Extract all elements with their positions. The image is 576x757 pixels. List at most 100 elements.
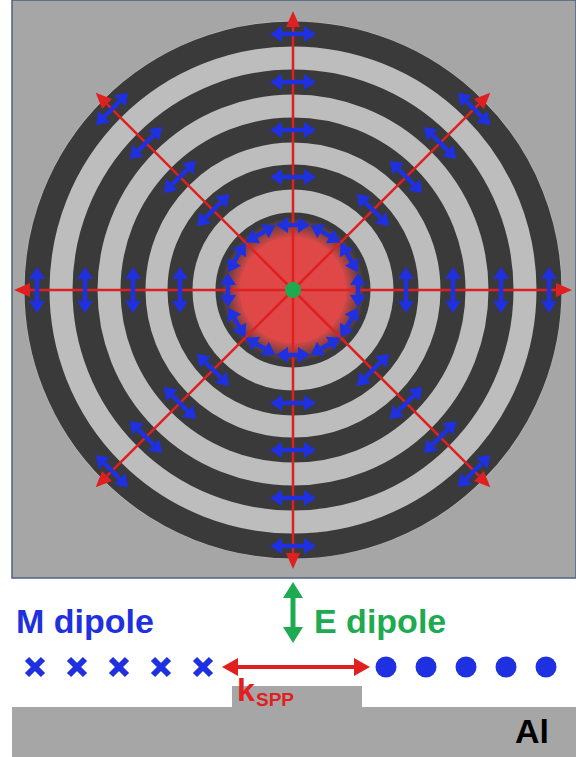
dipole-shaft (347, 253, 352, 262)
magnetic-dipole-arrow (276, 217, 310, 233)
dipole-shaft (321, 231, 330, 236)
wavevector-line (292, 27, 295, 290)
magnetic-dipole-arrow (311, 337, 340, 356)
magnetic-dipole-arrow (270, 26, 316, 42)
wavevector-head (474, 93, 490, 109)
magnetic-dipole-arrow (350, 273, 366, 307)
dipole-head (445, 301, 461, 313)
dipole-head (77, 301, 93, 313)
dipole-head (375, 212, 389, 226)
magnetic-dipole-arrow (270, 442, 316, 458)
magnetic-dipole-arrow (270, 122, 316, 138)
dipole-head (340, 243, 354, 257)
dipole-shaft (282, 128, 304, 133)
dipole-shaft (365, 202, 381, 218)
dipole-head (220, 273, 236, 285)
dipole-head (182, 405, 196, 419)
dipole-head (215, 194, 229, 208)
magnetic-dipole-crosses (27, 659, 211, 675)
dipole-head (298, 347, 310, 363)
dipole-head (304, 538, 316, 554)
magnetic-dipole-arrow (357, 354, 390, 387)
dipole-head (304, 490, 316, 506)
dipole-shaft (104, 463, 120, 479)
dipole-head (458, 93, 472, 107)
wavevector-head (14, 283, 30, 297)
dipole-head (445, 267, 461, 279)
dipole-head (398, 301, 414, 313)
magnetic-dipole-arrow (398, 267, 414, 313)
dipole-head (398, 267, 414, 279)
magnetic-dipole-arrow (445, 267, 461, 313)
spp-wavevectors (14, 11, 572, 569)
magnetic-dipole-arrow (270, 169, 316, 185)
wavevector-head (556, 283, 572, 297)
aluminium-substrate (12, 686, 576, 757)
magnetic-dipole-arrow (340, 243, 359, 272)
dipole-head (270, 169, 282, 185)
dipole-head (270, 26, 282, 42)
electric-dipole-label: E dipole (314, 604, 446, 638)
wavevector-line (293, 104, 479, 290)
dipole-shaft (282, 80, 304, 85)
magnetic-dipole-arrow (227, 243, 246, 272)
dipole-head (182, 161, 196, 175)
dipole-head (408, 387, 422, 401)
magnetic-dipole-arrow (357, 194, 390, 227)
magnetic-dipole-arrow (130, 127, 163, 160)
magnetic-dipole-arrow (172, 267, 188, 313)
dipole-head (311, 342, 325, 356)
dipole-shaft (256, 231, 265, 236)
magnetic-dipole-arrow (197, 354, 230, 387)
dipole-shaft (288, 223, 298, 228)
wavevector-line (292, 290, 295, 553)
magnetic-dipole-arrow (390, 161, 423, 194)
wavevector-subscript: SPP (256, 690, 294, 709)
wavevector-line (293, 290, 479, 476)
dipole-head (541, 267, 557, 279)
dipole-shaft (547, 279, 552, 301)
dipole-shaft (356, 285, 361, 295)
dipole-shaft (83, 279, 88, 301)
wavevector-line (30, 289, 293, 292)
dipole-head (375, 354, 389, 368)
dipole-head (458, 473, 472, 487)
dipole-head (130, 421, 144, 435)
magnetic-dipole-arrow (541, 267, 557, 313)
magnetic-dipole-arrow (220, 273, 236, 307)
magnetic-dipole-arrow (96, 93, 129, 126)
grating-rings (24, 21, 562, 559)
dipole-shaft (365, 362, 381, 378)
dipole-head (164, 387, 178, 401)
dipole-head (148, 127, 162, 141)
dipole-head (114, 473, 128, 487)
magnetic-dipole-dots (376, 657, 557, 678)
magnetic-dipole-arrow (390, 387, 423, 420)
magnetic-dipole-arrow (270, 395, 316, 411)
dipole-shaft (398, 169, 414, 185)
magnetic-dipole-arrow (246, 337, 275, 356)
dipole-head (350, 295, 366, 307)
dipole-shaft (172, 169, 188, 185)
dipole-head (350, 273, 366, 285)
dipole-head (442, 145, 456, 159)
dipole-head (340, 323, 354, 337)
electric-dipole-arrow (283, 582, 303, 643)
dipole-head (311, 224, 325, 238)
ring-groove (133, 130, 453, 450)
magnetic-dipole-arrow (458, 93, 491, 126)
magnetic-dipole-arrow (125, 267, 141, 313)
dipole-shaft (282, 401, 304, 406)
magnetic-dipoles (29, 26, 557, 554)
dipole-head (476, 111, 490, 125)
dipole-head (276, 347, 288, 363)
magnetic-dipole-arrow (340, 308, 359, 337)
dipole-head (148, 439, 162, 453)
dipole-head (197, 212, 211, 226)
magnetic-dipole-arrow (227, 308, 246, 337)
wavevector-head (474, 471, 490, 487)
dipole-shaft (288, 353, 298, 358)
electric-dipole-dot (285, 282, 301, 298)
ring-gap (24, 21, 562, 559)
dipole-shaft (282, 448, 304, 453)
